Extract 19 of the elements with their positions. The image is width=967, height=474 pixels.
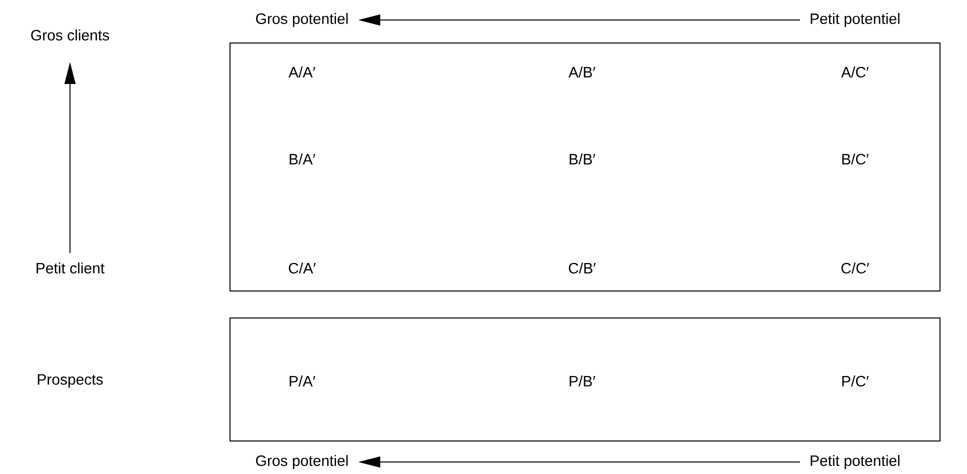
cell-label: B/B′	[570, 154, 596, 164]
axis-label: Gros potentiel	[256, 13, 348, 27]
axis-label: Petit potentiel	[810, 13, 900, 27]
cell-label: P/A′	[290, 375, 316, 386]
axis-label: Petit potentiel	[810, 455, 900, 469]
cell-label: C/C′	[841, 262, 870, 274]
cell-label: B/C′	[842, 154, 869, 164]
axis-label: Gros clients	[31, 30, 110, 40]
cell-label: C/A′	[288, 262, 316, 274]
cell-label: A/B′	[568, 66, 596, 78]
row-label: Prospects	[38, 374, 103, 388]
cell-label: A/C′	[841, 66, 869, 78]
axis-label: Gros potentiel	[256, 455, 348, 469]
cell-label: P/C′	[842, 375, 869, 386]
cell-label: C/B′	[568, 262, 596, 274]
cell-label: B/A′	[290, 154, 316, 164]
cell-label: A/A′	[288, 66, 316, 78]
axis-label: Petit client	[36, 262, 104, 274]
cell-label: P/B′	[570, 375, 596, 386]
